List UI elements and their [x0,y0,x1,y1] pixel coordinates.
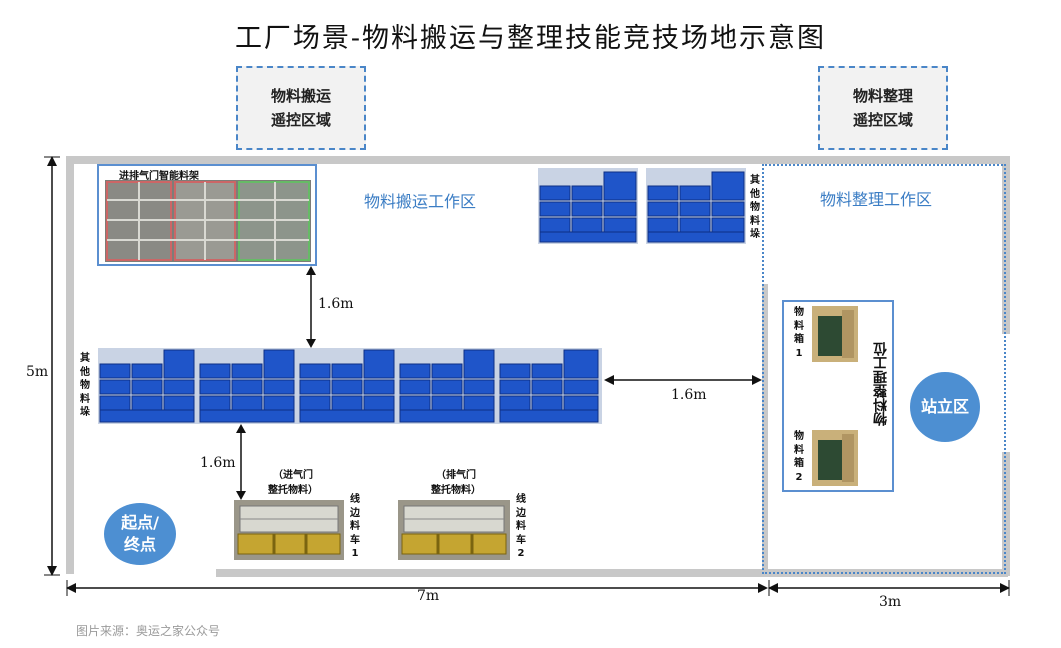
smart-shelf-label: 进排气门智能料架 [119,171,199,182]
start-end-point: 起点/ 终点 [104,503,176,565]
transport-work-label: 物料搬运工作区 [364,192,477,211]
remote-sorting-zone: 物料整理 遥控区域 [818,66,948,150]
sorting-work-area [762,164,1006,574]
other-material-label-right: 其他物料垛 [750,175,760,240]
line-cart-1-label: 线边料车1 [350,494,360,559]
stand-area: 站立区 [910,372,980,442]
sorting-work-label: 物料整理工作区 [820,190,933,209]
width-side-dimension [768,580,1010,596]
shelf-image [105,180,311,262]
bin-1-image [812,306,858,362]
gap-label-bottom: 1.6m [200,455,236,471]
image-source: 图片来源：奥运之家公众号 [76,624,221,638]
wall-divider [762,284,768,574]
wall-top [66,156,1010,164]
width-main-dimension [66,580,768,596]
line-cart-2 [398,500,510,560]
height-dimension [44,156,60,576]
width-side-label: 3m [879,594,902,610]
remote-transport-zone: 物料搬运 遥控区域 [236,66,366,150]
wall-left [66,156,74,574]
gap-label-top: 1.6m [318,296,354,312]
line-cart-1 [234,500,344,560]
cart-exhaust-label: （排气门 整托物料） [431,470,481,496]
line-cart-2-label: 线边料车2 [516,494,526,559]
smart-shelf: 进排气门智能料架 [97,164,317,266]
height-label: 5m [26,364,49,380]
other-material-label-left: 其他物料垛 [80,353,90,418]
wall-bottom [216,569,1008,577]
gap-arrow-top [306,266,316,348]
sorting-station-label: 物料整理工位 [873,342,889,426]
page-title: 工厂场景-物料搬运与整理技能竞技场地示意图 [234,23,827,54]
material-stack-top-1 [538,168,638,244]
cart-intake-label: （进气门 整托物料） [268,470,318,496]
sorting-station: 物料箱1 物料箱2 物料整理工位 [782,300,894,492]
bin-1-label: 物料箱1 [794,307,804,359]
gap-arrow-bottom [236,424,246,500]
wall-right-upper [1002,156,1010,334]
material-stack-row [98,348,602,424]
width-main-label: 7m [417,588,440,604]
wall-right-lower [1002,452,1010,576]
gap-arrow-right [604,375,762,385]
material-stack-top-2 [646,168,746,244]
gap-label-right: 1.6m [671,387,707,403]
bin-2-image [812,430,858,486]
bin-2-label: 物料箱2 [794,431,804,483]
